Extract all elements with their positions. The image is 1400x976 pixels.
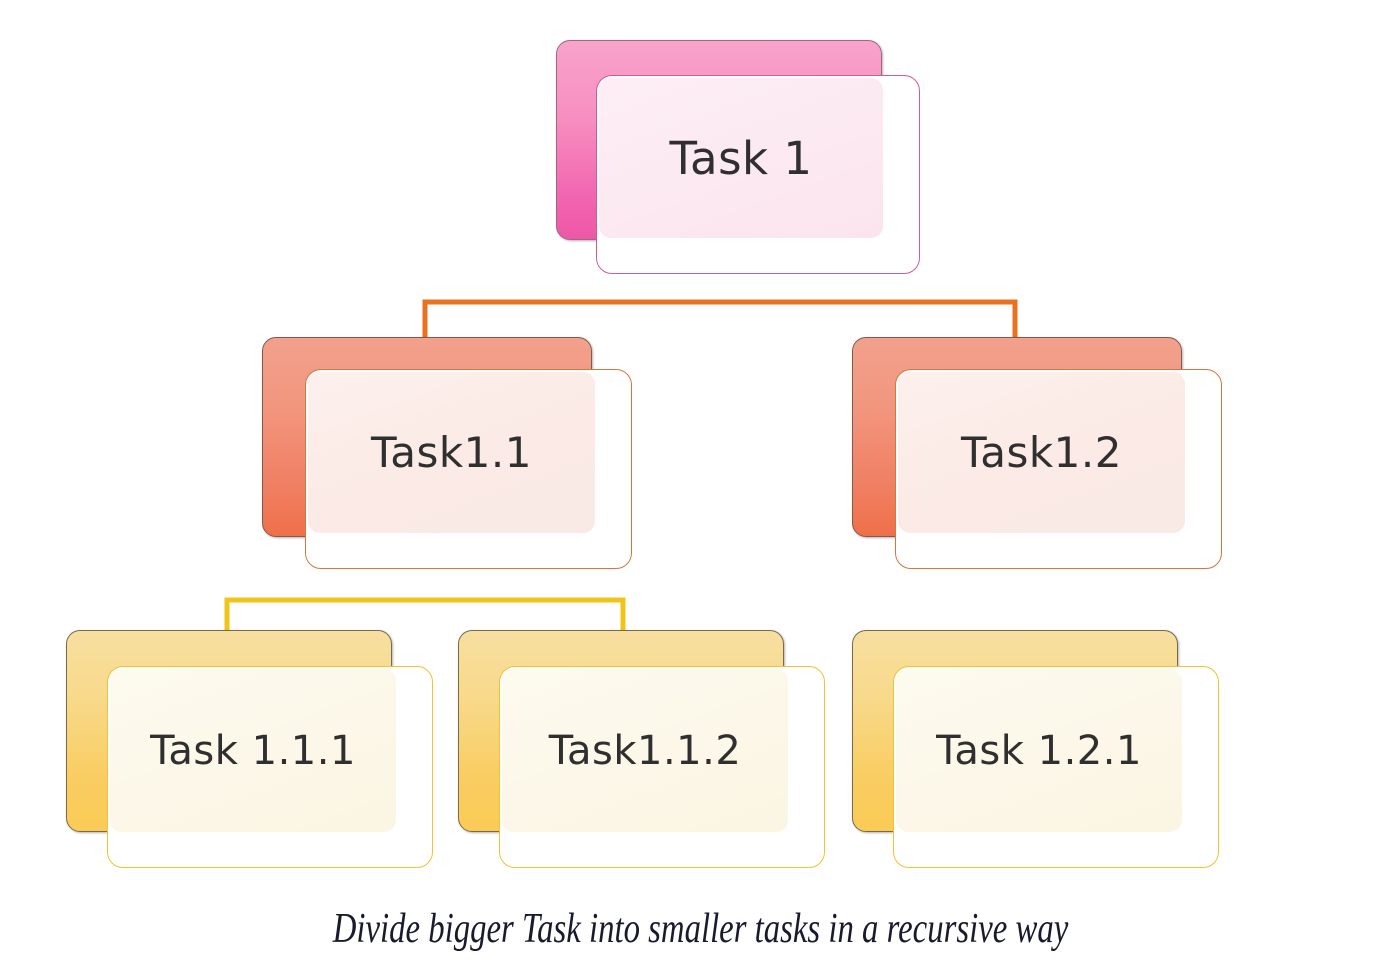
node-task1-2-1-front-card[interactable]: Task 1.2.1 [893,666,1219,868]
node-task1-1[interactable]: Task1.1 [262,337,632,569]
node-task1-1-front-card[interactable]: Task1.1 [305,369,632,569]
node-task1-1-2-inner-panel: Task1.1.2 [502,669,788,832]
node-task1-front-card[interactable]: Task 1 [596,75,920,274]
node-task1-1-1-front-card[interactable]: Task 1.1.1 [107,666,433,868]
node-task1-1-2[interactable]: Task1.1.2 [458,630,825,868]
node-task1-1-inner-panel: Task1.1 [308,372,595,533]
node-task1-2-inner-panel: Task1.2 [898,372,1185,533]
node-task1-1-1-inner-panel: Task 1.1.1 [110,669,396,832]
node-task1[interactable]: Task 1 [556,40,920,275]
node-task1-2-1-inner-panel: Task 1.2.1 [896,669,1182,832]
node-task1-2-1-label: Task 1.2.1 [936,727,1142,774]
node-task1-1-1-label: Task 1.1.1 [150,727,356,774]
node-task1-2-front-card[interactable]: Task1.2 [895,369,1222,569]
node-task1-2[interactable]: Task1.2 [852,337,1222,569]
node-task1-1-1[interactable]: Task 1.1.1 [66,630,433,868]
node-task1-2-1[interactable]: Task 1.2.1 [852,630,1219,868]
node-task1-2-label: Task1.2 [961,428,1122,477]
node-task1-1-2-label: Task1.1.2 [548,727,742,774]
node-task1-label: Task 1 [669,131,813,185]
node-task1-1-2-front-card[interactable]: Task1.1.2 [499,666,825,868]
node-task1-inner-panel: Task 1 [599,78,883,238]
diagram-caption-text: Divide bigger Task into smaller tasks in… [332,906,1068,952]
diagram-caption: Divide bigger Task into smaller tasks in… [0,905,1400,953]
node-task1-1-label: Task1.1 [371,428,532,477]
